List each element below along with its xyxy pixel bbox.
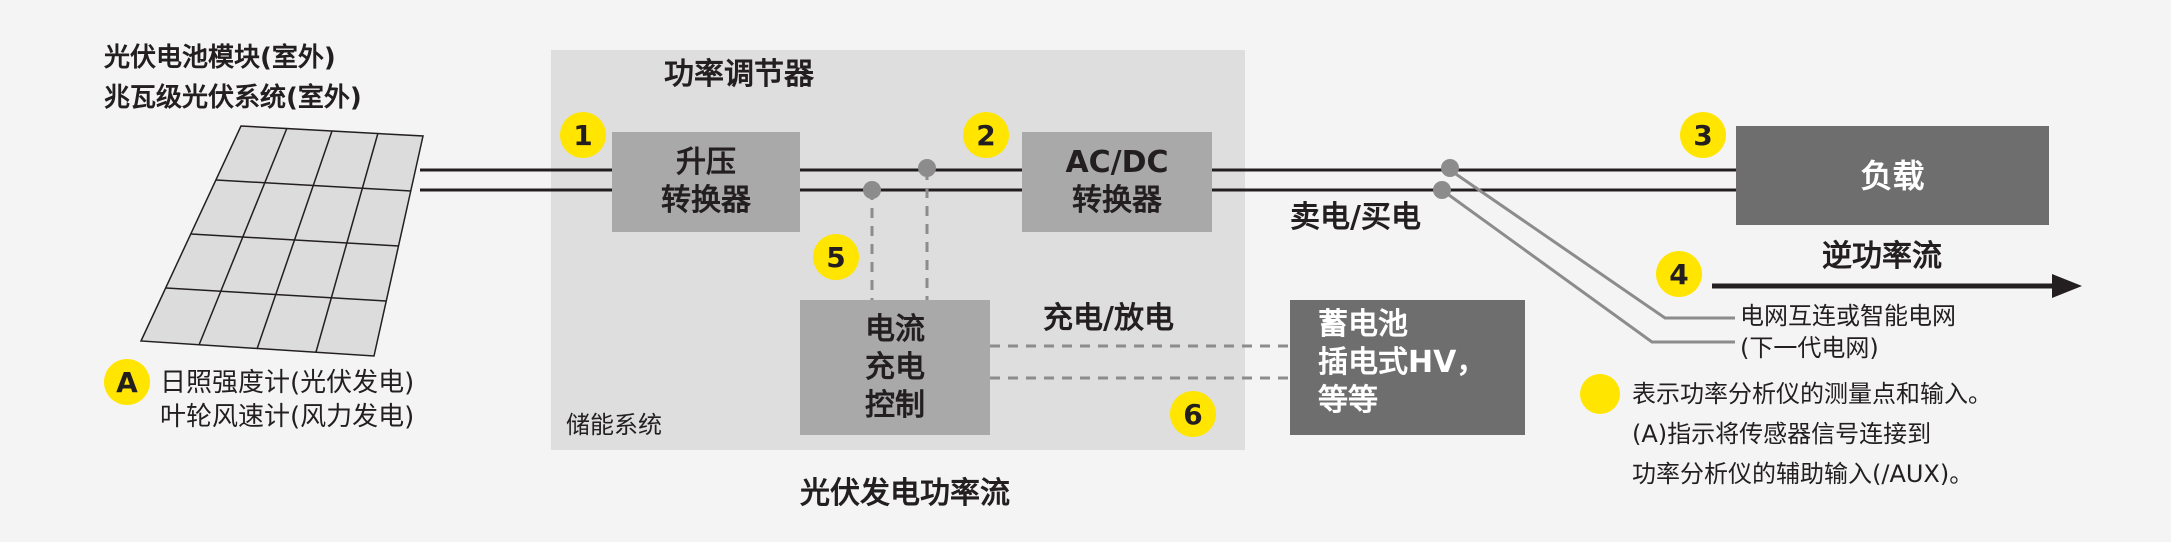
bottom-title: 光伏发电功率流 [800, 476, 1010, 511]
sell-buy-label: 卖电/买电 [1290, 200, 1421, 235]
storage-system-label: 储能系统 [566, 411, 662, 439]
legend-yellow-dot [1580, 374, 1620, 414]
grid-label: 电网互连或智能电网 (下一代电网) [1740, 302, 1956, 362]
charge-discharge-label: 充电/放电 [1043, 301, 1174, 336]
measurement-point-2: 2 [963, 112, 1009, 158]
measurement-point-4: 4 [1656, 251, 1702, 297]
measurement-point-5: 5 [813, 234, 859, 280]
load-box: 负载 [1736, 126, 2049, 225]
marker-a-badge: A [104, 359, 150, 405]
power-conditioner-title: 功率调节器 [664, 57, 814, 92]
measurement-point-6: 6 [1170, 391, 1216, 437]
measurement-point-1: 1 [560, 112, 606, 158]
acdc-converter-box: AC/DC 转换器 [1022, 132, 1212, 232]
boost-converter-box: 升压 转换器 [612, 132, 800, 232]
reverse-flow-label: 逆功率流 [1822, 239, 1942, 274]
reverse-flow-arrow [1712, 274, 2082, 298]
pv-module-label: 光伏电池模块(室外) 兆瓦级光伏系统(室外) [104, 43, 362, 113]
legend-text: 表示功率分析仪的测量点和输入。 (A)指示将传感器信号连接到 功率分析仪的辅助输… [1632, 380, 1992, 488]
sensor-label: 日照强度计(光伏发电) 叶轮风速计(风力发电) [160, 368, 415, 432]
measurement-point-3: 3 [1680, 112, 1726, 158]
pv-panel-icon [139, 125, 424, 357]
battery-box: 蓄电池 插电式HV， 等等 [1290, 300, 1525, 435]
charge-controller-box: 电流 充电 控制 [800, 300, 990, 435]
